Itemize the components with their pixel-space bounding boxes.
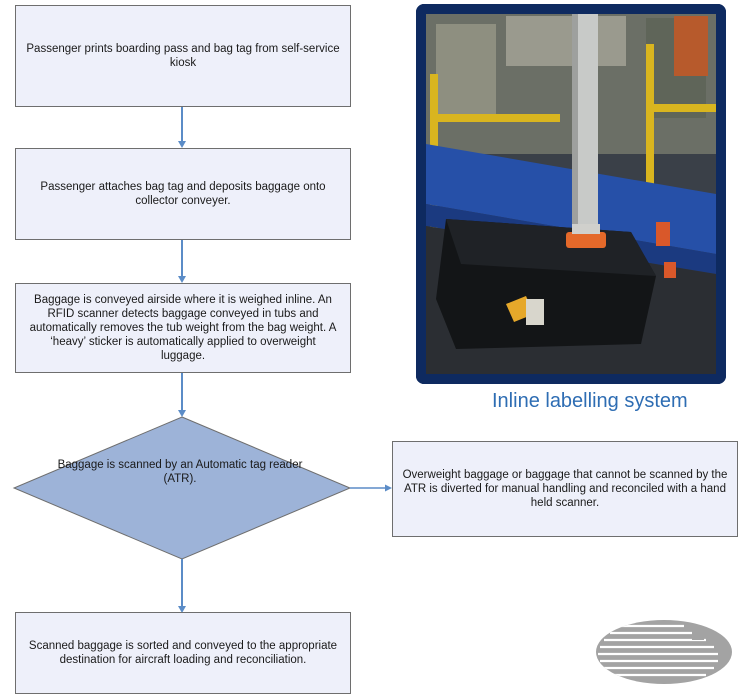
step-bagtag-box: Passenger attaches bag tag and deposits … xyxy=(15,148,351,240)
arrowhead-4 xyxy=(178,606,186,613)
arrowhead-3 xyxy=(178,410,186,417)
arrow-3 xyxy=(181,373,183,411)
arrow-branch-head xyxy=(385,484,392,492)
company-logo-icon xyxy=(596,620,732,684)
arrow-2 xyxy=(181,240,183,277)
decision-text: Baggage is scanned by an Automatic tag r… xyxy=(57,459,303,485)
arrow-4 xyxy=(181,559,183,609)
photo-illustration xyxy=(416,4,726,384)
step-manual-handling-box: Overweight baggage or baggage that canno… xyxy=(392,441,738,537)
photo-caption: Inline labelling system xyxy=(492,390,688,412)
arrowhead-1 xyxy=(178,141,186,148)
arrowhead-2 xyxy=(178,276,186,283)
step-sorting-box: Scanned baggage is sorted and conveyed t… xyxy=(15,612,351,694)
step-manual-handling-text: Overweight baggage or baggage that canno… xyxy=(402,469,728,509)
step-bagtag-text: Passenger attaches bag tag and deposits … xyxy=(40,181,326,207)
step-weighing-box: Baggage is conveyed airside where it is … xyxy=(15,283,351,373)
step-kiosk-box: Passenger prints boarding pass and bag t… xyxy=(15,5,351,107)
arrow-1 xyxy=(181,107,183,143)
decision-diamond xyxy=(12,416,352,560)
step-weighing-text: Baggage is conveyed airside where it is … xyxy=(29,294,337,362)
step-kiosk-text: Passenger prints boarding pass and bag t… xyxy=(26,43,340,69)
step-sorting-text: Scanned baggage is sorted and conveyed t… xyxy=(28,640,338,666)
inline-labelling-photo xyxy=(416,4,726,384)
